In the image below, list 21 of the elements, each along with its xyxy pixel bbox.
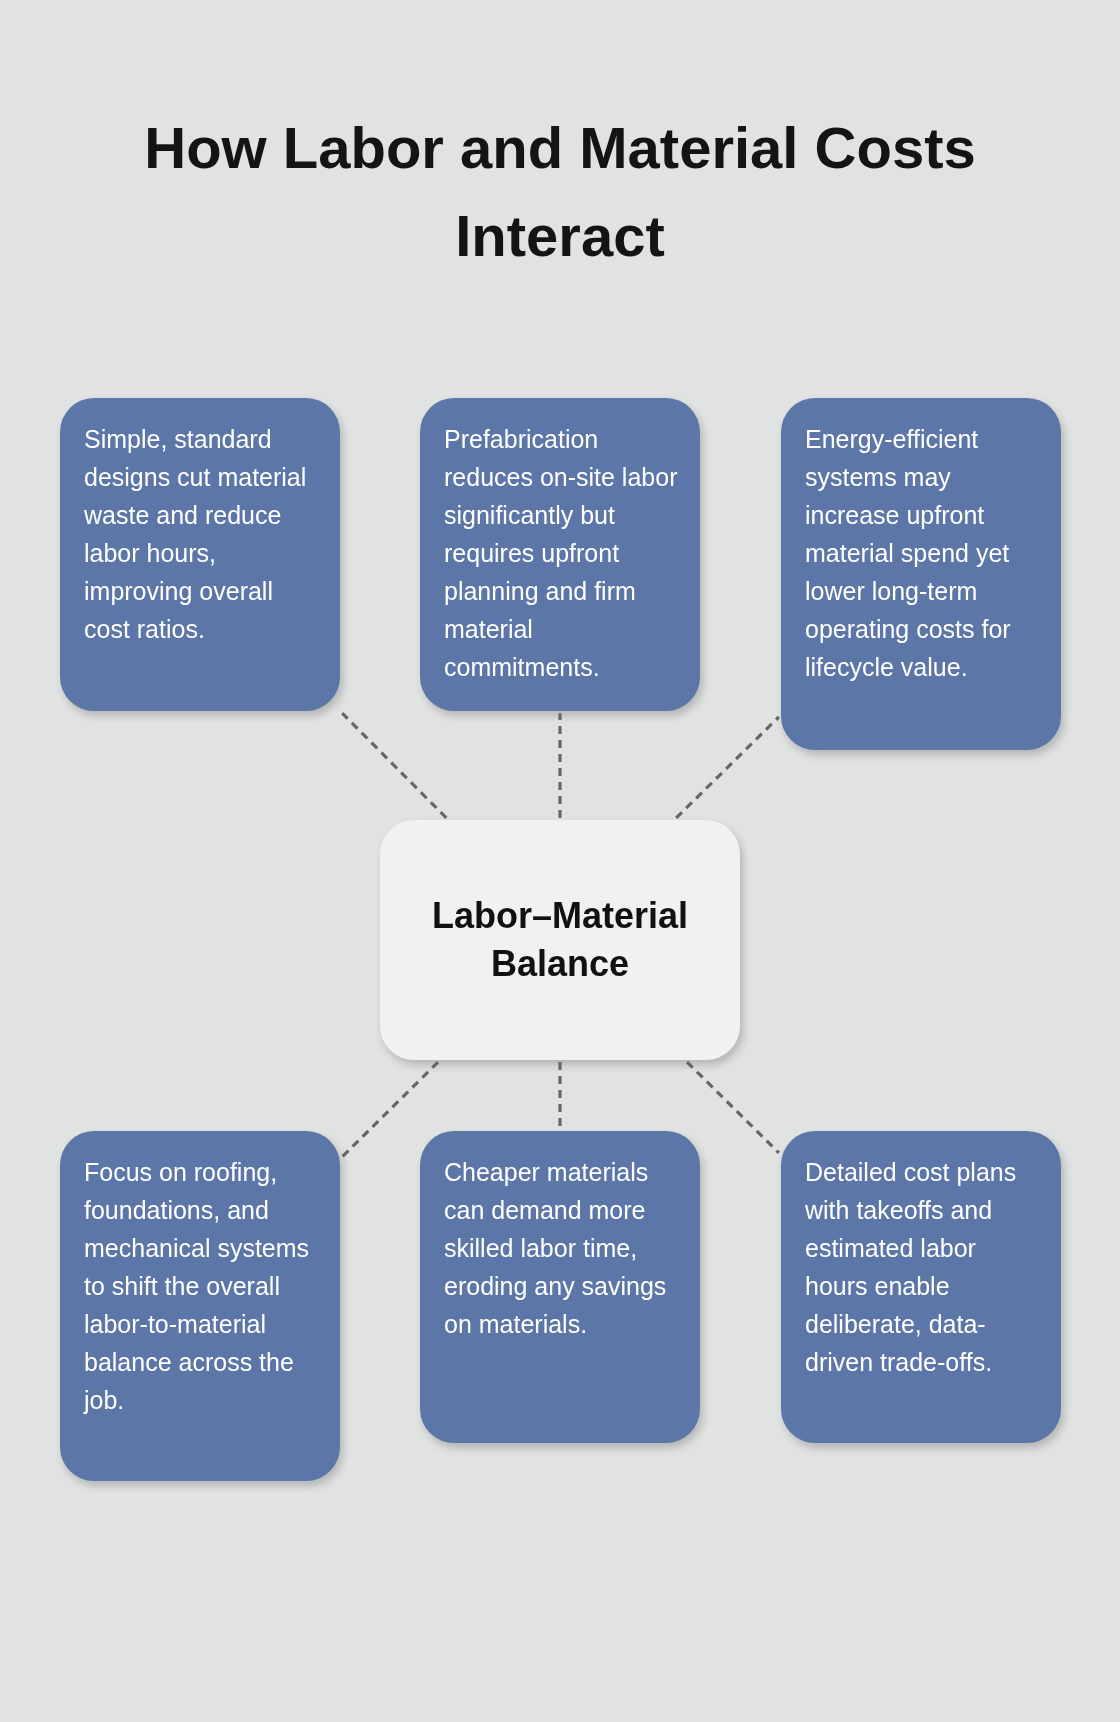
card-text: Prefabrication reduces on-site labor significantly but requires upfront planning and firm material commitments. [444,424,678,683]
card-text: Detailed cost plans with takeoffs and estimated labor hours enable deliberate, data-driven trade-offs. [805,1157,1018,1378]
dashed-connector [558,1062,562,1129]
card-text: Cheaper materials can demand more skilled labor time, eroding any savings on materials. [444,1157,668,1340]
dashed-connector [675,715,781,820]
dashed-connector [685,1060,781,1155]
central-label: Labor–Material Balance [430,894,690,986]
text-card [60,1131,340,1481]
text-card [781,398,1061,750]
dashed-connector [558,713,562,818]
card-text: Simple, standard designs cut material waste and reduce labor hours, improving overall cost ratios. [84,424,308,645]
dashed-connector [340,1060,440,1159]
card-text: Focus on roofing, foundations, and mechanical systems to shift the overall labor-to-material balance across the job. [84,1157,311,1416]
text-card [420,1131,700,1443]
dashed-connector [341,712,448,820]
central-box [380,820,740,1060]
card-text: Energy-efficient systems may increase upfront material spend yet lower long-term operating costs for lifecycle value. [805,424,1012,683]
diagram-title: How Labor and Material Costs Interact [143,114,977,270]
text-card [781,1131,1061,1443]
text-card [60,398,340,711]
text-card [420,398,700,711]
